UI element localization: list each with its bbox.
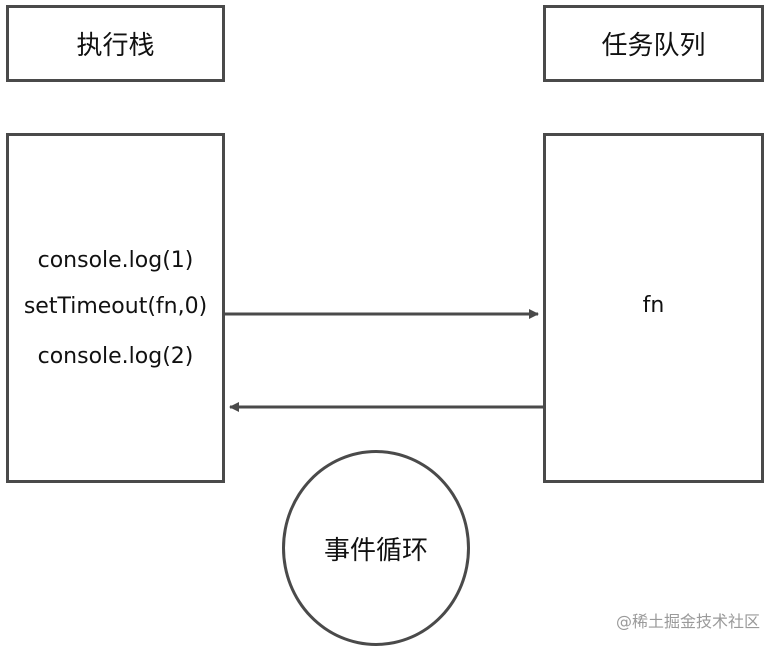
stack-line-console-log-2: console.log(2) (37, 344, 194, 369)
task-queue-box: fn (543, 133, 764, 483)
watermark: @稀土掘金技术社区 (615, 612, 760, 631)
execution-stack-title: 执行栈 (76, 31, 155, 61)
task-queue-title-box: 任务队列 (543, 5, 764, 82)
execution-stack-title-box: 执行栈 (6, 5, 225, 82)
task-queue-title: 任务队列 (601, 31, 706, 61)
event-loop-label: 事件循环 (323, 535, 428, 566)
event-loop-circle: 事件循环 (282, 450, 470, 646)
stack-line-settimeout: setTimeout(fn,0) (23, 294, 208, 319)
execution-stack-box: console.log(1) setTimeout(fn,0) console.… (6, 133, 225, 483)
queue-item-fn: fn (642, 293, 665, 318)
stack-line-console-log-1: console.log(1) (37, 248, 194, 273)
